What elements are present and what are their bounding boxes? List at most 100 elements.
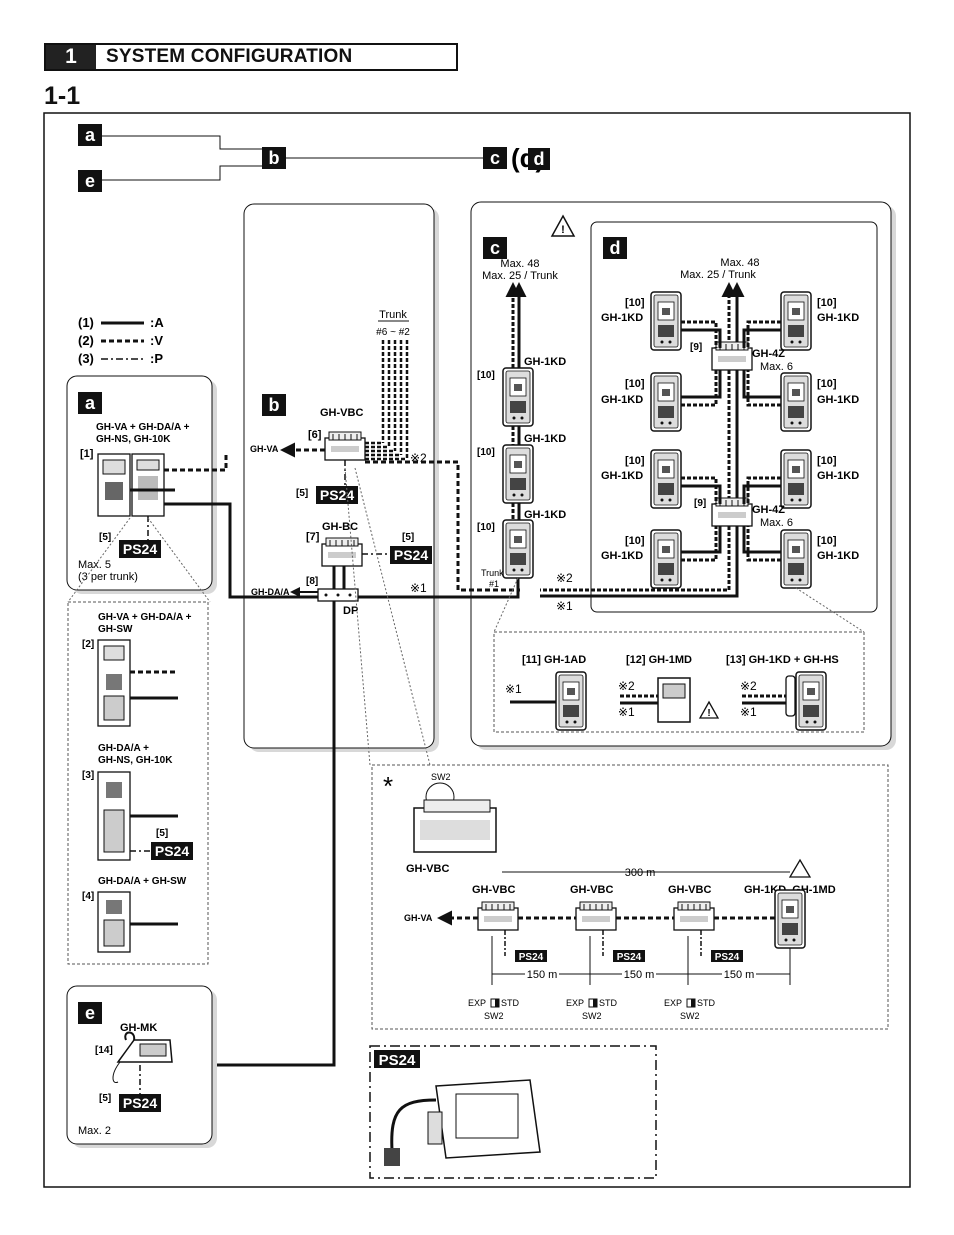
svg-text::P: :P	[150, 351, 163, 366]
svg-text:[10]: [10]	[625, 455, 645, 467]
svg-text:Max. 48: Max. 48	[500, 258, 539, 270]
ps24-detail	[369, 1045, 657, 1179]
outer-frame	[43, 112, 911, 1188]
svg-text:SW2: SW2	[431, 772, 451, 782]
optional-stations	[493, 631, 865, 733]
svg-text:GH-1KD: GH-1KD	[601, 312, 643, 324]
svg-text:PS24: PS24	[379, 1052, 416, 1069]
svg-text:GH-1KD: GH-1KD	[524, 509, 566, 521]
panel-a-alternatives	[67, 601, 209, 965]
svg-text:Max. 5: Max. 5	[78, 559, 111, 571]
svg-text:[2]: [2]	[82, 639, 94, 650]
svg-text:PS24: PS24	[320, 487, 354, 503]
svg-text:SW2: SW2	[484, 1011, 504, 1021]
svg-text:[12] GH-1MD: [12] GH-1MD	[626, 654, 692, 666]
svg-text:GH-VA + GH-DA/A +: GH-VA + GH-DA/A +	[96, 422, 190, 433]
svg-text:!: !	[561, 224, 565, 236]
svg-text:GH-VBC: GH-VBC	[320, 407, 363, 419]
svg-text:PS24: PS24	[394, 547, 428, 563]
svg-text:#6 ~ #2: #6 ~ #2	[376, 327, 410, 338]
svg-text:GH-1KD: GH-1KD	[601, 470, 643, 482]
telephone-icon	[112, 1031, 173, 1084]
svg-text:[5]: [5]	[99, 532, 111, 543]
svg-text:[1]: [1]	[80, 448, 94, 460]
svg-text:[10]: [10]	[625, 378, 645, 390]
svg-text:GH-1KD: GH-1KD	[601, 394, 643, 406]
svg-text:[5]: [5]	[296, 488, 308, 499]
svg-text:PS24: PS24	[155, 843, 189, 859]
subsection-title: 1-1	[44, 82, 81, 110]
svg-text:b: b	[269, 148, 280, 168]
svg-text:(3 per trunk): (3 per trunk)	[78, 571, 138, 583]
svg-text:a: a	[85, 125, 96, 145]
svg-text:b: b	[269, 395, 280, 415]
svg-text:d: d	[534, 149, 545, 169]
svg-text:[11] GH-1AD: [11] GH-1AD	[522, 654, 586, 666]
section-header: 1 SYSTEM CONFIGURATION	[44, 43, 458, 71]
distance-detail	[371, 764, 889, 1030]
svg-text:e: e	[85, 171, 95, 191]
flow-b-badge	[262, 147, 286, 169]
svg-text:PS24: PS24	[617, 952, 642, 963]
svg-text:GH-DA/A + GH-SW: GH-DA/A + GH-SW	[98, 876, 187, 887]
flow-e-badge	[78, 170, 102, 192]
svg-text:[5]: [5]	[402, 532, 414, 543]
svg-text:PS24: PS24	[123, 1095, 157, 1111]
svg-text:(2): (2)	[78, 333, 94, 348]
svg-text:[10]: [10]	[625, 535, 645, 547]
panel-e-badge	[78, 1002, 102, 1024]
section-title: SYSTEM CONFIGURATION	[106, 46, 353, 67]
svg-text:a: a	[85, 393, 96, 413]
svg-text:e: e	[85, 1003, 95, 1023]
vbc-large-illustration	[413, 799, 497, 853]
svg-text:150 m: 150 m	[624, 969, 655, 981]
svg-text:[5]: [5]	[99, 1093, 111, 1104]
svg-text:SW2: SW2	[582, 1011, 602, 1021]
svg-text:GH-VBC: GH-VBC	[668, 884, 711, 896]
svg-text:※2: ※2	[740, 679, 757, 693]
svg-text:SW2: SW2	[680, 1011, 700, 1021]
svg-text:(3): (3)	[78, 351, 94, 366]
svg-text:※1: ※1	[410, 581, 427, 595]
svg-text:GH-1KD: GH-1KD	[817, 394, 859, 406]
svg-text:GH-1KD: GH-1KD	[601, 550, 643, 562]
svg-text:GH-4Z: GH-4Z	[752, 348, 785, 360]
svg-text:[10]: [10]	[477, 447, 495, 458]
svg-text:[14]: [14]	[95, 1045, 113, 1056]
svg-text:GH-4Z: GH-4Z	[752, 504, 785, 516]
svg-text:GH-SW: GH-SW	[98, 624, 133, 635]
panel-b-badge	[262, 394, 286, 416]
svg-text:GH-VA: GH-VA	[250, 444, 279, 454]
svg-text:GH-1KD: GH-1KD	[524, 356, 566, 368]
svg-text:[9]: [9]	[690, 342, 702, 353]
top-flow: a e b c (d) d	[78, 124, 550, 192]
svg-text:[10]: [10]	[477, 370, 495, 381]
svg-text:GH-VBC: GH-VBC	[472, 884, 515, 896]
svg-text:Max. 48: Max. 48	[720, 257, 759, 269]
svg-text:#1: #1	[489, 579, 499, 589]
svg-text:GH-VA: GH-VA	[404, 913, 433, 923]
svg-text:Max. 25 / Trunk: Max. 25 / Trunk	[482, 270, 558, 282]
warning-icon: !	[550, 214, 576, 237]
svg-text:※2: ※2	[556, 571, 573, 585]
section-number: 1	[46, 45, 96, 69]
svg-text:d: d	[610, 238, 621, 258]
svg-text:(1): (1)	[78, 315, 94, 330]
svg-text:!: !	[707, 708, 710, 719]
svg-text:[3]: [3]	[82, 770, 94, 781]
line-legend: (1) :A (2) :V (3) :P	[78, 315, 164, 366]
svg-text:※1: ※1	[505, 682, 522, 696]
svg-text:EXP: EXP	[468, 998, 486, 1008]
svg-text:PS24: PS24	[123, 541, 157, 557]
svg-text:Trunk: Trunk	[481, 568, 504, 578]
svg-text:STD: STD	[599, 998, 618, 1008]
svg-text:[10]: [10]	[817, 455, 837, 467]
svg-text:※1: ※1	[556, 599, 573, 613]
svg-text::V: :V	[150, 333, 163, 348]
svg-text:c: c	[490, 238, 500, 258]
svg-text:GH-DA/A +: GH-DA/A +	[98, 743, 149, 754]
svg-text:GH-1KD: GH-1KD	[524, 433, 566, 445]
svg-text:GH-DA/A: GH-DA/A	[251, 587, 290, 597]
svg-text:GH-NS, GH-10K: GH-NS, GH-10K	[96, 434, 171, 445]
